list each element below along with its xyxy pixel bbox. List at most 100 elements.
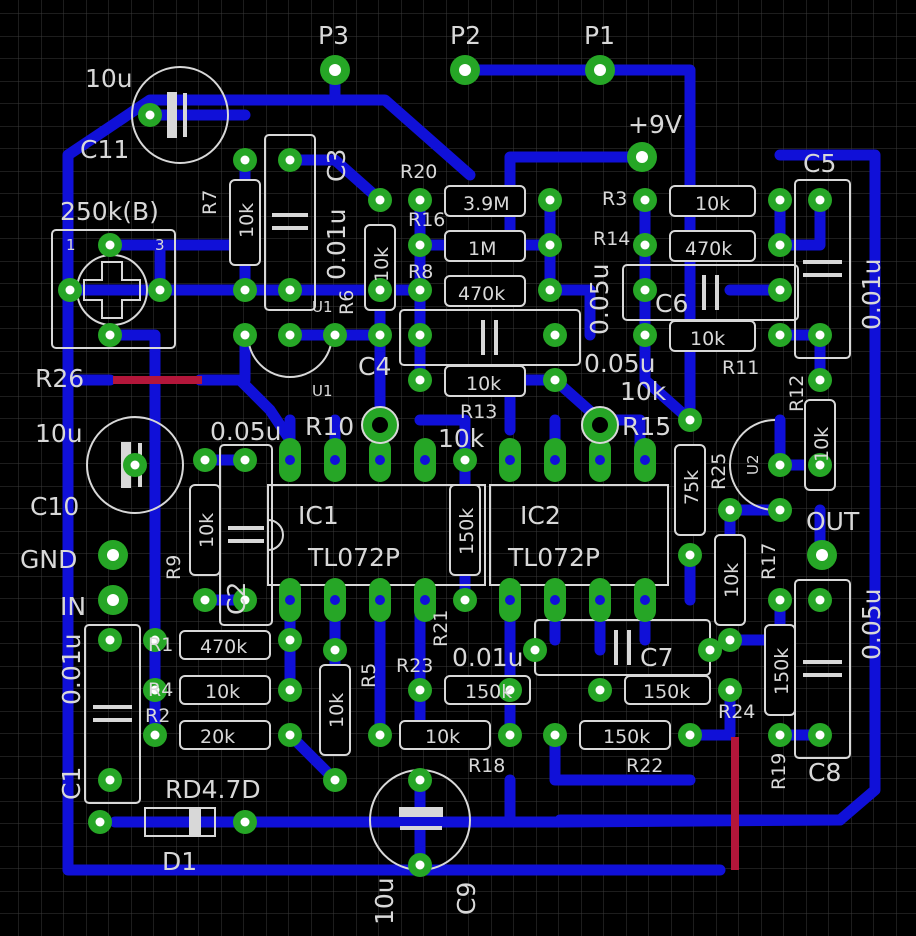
r6-label: R6 (336, 290, 358, 315)
pad-hole (640, 285, 650, 295)
r2-label: R2 (145, 705, 170, 727)
r9-value: 10k (196, 513, 218, 548)
pad-hole (705, 645, 715, 655)
pad-hole (240, 455, 250, 465)
pad-hole (375, 285, 385, 295)
r24-body (624, 675, 711, 705)
r18-label: R18 (468, 755, 505, 777)
r14-body (669, 230, 756, 262)
r17-body (714, 534, 746, 626)
c10-label: C10 (30, 492, 79, 521)
pad-hole (775, 240, 785, 250)
r10-label: R10 (305, 412, 354, 441)
r3-label: R3 (602, 188, 627, 210)
pad-hole (415, 375, 425, 385)
c10-outline (86, 416, 184, 514)
r11-body (669, 320, 756, 352)
pot-cross (83, 261, 141, 319)
c5-label: C5 (803, 149, 836, 178)
r12-label: R12 (786, 375, 808, 412)
pin-hole (375, 455, 385, 465)
c9-label: C9 (452, 882, 481, 915)
c4-label: C4 (358, 352, 391, 381)
pad-hole (725, 635, 735, 645)
r24-label: R24 (718, 701, 755, 723)
pad-hole (105, 330, 115, 340)
pad-hole (150, 635, 160, 645)
pad-hole (725, 505, 735, 515)
r20-label: R20 (400, 161, 437, 183)
c8-value: 0.05u (857, 588, 886, 660)
pad-hole (815, 195, 825, 205)
r19-label: R19 (768, 753, 790, 790)
ic1-label: IC1 (298, 501, 339, 530)
in-hole (107, 594, 119, 606)
pad-hole (105, 240, 115, 250)
gnd-hole (107, 549, 119, 561)
pad-hole (285, 330, 295, 340)
r23-label: R23 (396, 655, 433, 677)
connector-pads (98, 55, 837, 615)
pad-hole (240, 155, 250, 165)
pad-hole (775, 285, 785, 295)
u2-label: U2 (744, 454, 762, 475)
c9-value: 10u (370, 877, 399, 925)
pad-hole (685, 730, 695, 740)
r23-value: 150k (465, 681, 512, 703)
pad-hole (415, 860, 425, 870)
pad-hole (105, 775, 115, 785)
r15-hole (592, 417, 608, 433)
pad-hole (240, 595, 250, 605)
pads (58, 103, 832, 877)
r18-body (399, 720, 491, 750)
pad-hole (545, 285, 555, 295)
c4-value: 0.05u (584, 349, 656, 378)
pad-hole (815, 330, 825, 340)
c3-label: C3 (322, 149, 351, 182)
r1-label: R1 (148, 634, 173, 656)
pad-hole (285, 635, 295, 645)
pad-hole (775, 460, 785, 470)
r7-value: 10k (236, 203, 258, 238)
c2-label: C2 (222, 582, 251, 615)
pin-hole (550, 595, 560, 605)
ic1-notch (267, 519, 284, 551)
pad-hole (155, 285, 165, 295)
pad-hole (815, 375, 825, 385)
pad-hole (505, 730, 515, 740)
pad-hole (200, 595, 210, 605)
pad-hole (775, 595, 785, 605)
u1-label: U1 (312, 298, 333, 316)
out-label: OUT (806, 507, 860, 536)
r14-label: R14 (593, 228, 630, 250)
c10-value: 10u (35, 419, 83, 448)
r25-label: R25 (708, 453, 730, 490)
c1-value: 0.01u (57, 633, 86, 705)
r17-value: 10k (721, 563, 743, 598)
r3-body (669, 185, 756, 217)
pad-hole (640, 330, 650, 340)
pad-hole (415, 330, 425, 340)
pad-hole (65, 285, 75, 295)
c11-value: 10u (85, 64, 133, 93)
pad-hole (775, 505, 785, 515)
r13-body (444, 365, 526, 397)
pad-hole (775, 330, 785, 340)
r7-body (229, 179, 261, 266)
pad-hole (415, 685, 425, 695)
ic2-type: TL072P (507, 543, 600, 572)
pad-hole (415, 775, 425, 785)
p1-hole (594, 64, 606, 76)
pad-hole (460, 595, 470, 605)
pad-hole (815, 595, 825, 605)
r5-value: 10k (326, 693, 348, 728)
jumper-wires (113, 376, 739, 870)
r25-value: 75k (681, 470, 703, 505)
c7-label: C7 (640, 643, 673, 672)
pad-hole (775, 195, 785, 205)
c6-value: 0.05u (585, 263, 614, 335)
r13-value: 10k (466, 373, 501, 395)
resistor-bodies (179, 179, 836, 756)
r21-label: R21 (430, 610, 452, 647)
r2-value: 20k (200, 726, 235, 748)
